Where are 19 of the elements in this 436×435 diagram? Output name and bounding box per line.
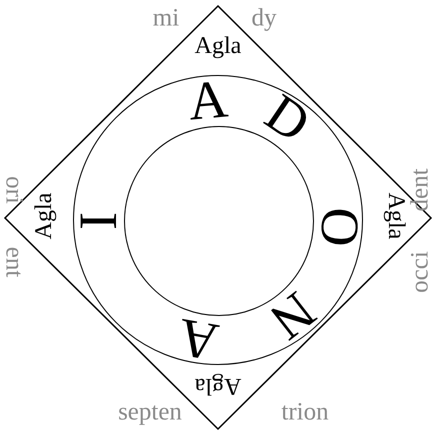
direction-label: ent	[2, 246, 26, 278]
outer-circle	[73, 75, 363, 365]
direction-label: trion	[281, 400, 329, 424]
direction-label: dent	[408, 168, 432, 212]
ring-letter: D	[257, 84, 320, 152]
ring-letter: A	[174, 310, 222, 370]
direction-label: dy	[252, 6, 276, 30]
ring-letter: I	[71, 212, 125, 230]
direction-label: septen	[118, 400, 182, 424]
ring-letter: N	[262, 283, 326, 350]
direction-label: ori	[2, 176, 26, 204]
direction-label: mi	[152, 6, 180, 30]
ring-letter: O	[312, 206, 368, 248]
corner-word: Agla	[194, 374, 242, 398]
corner-word: Agla	[384, 192, 408, 240]
direction-label: occi	[408, 251, 432, 293]
corner-word: Agla	[32, 192, 56, 240]
ring-letter: A	[186, 72, 230, 130]
corner-word: Agla	[194, 34, 242, 58]
